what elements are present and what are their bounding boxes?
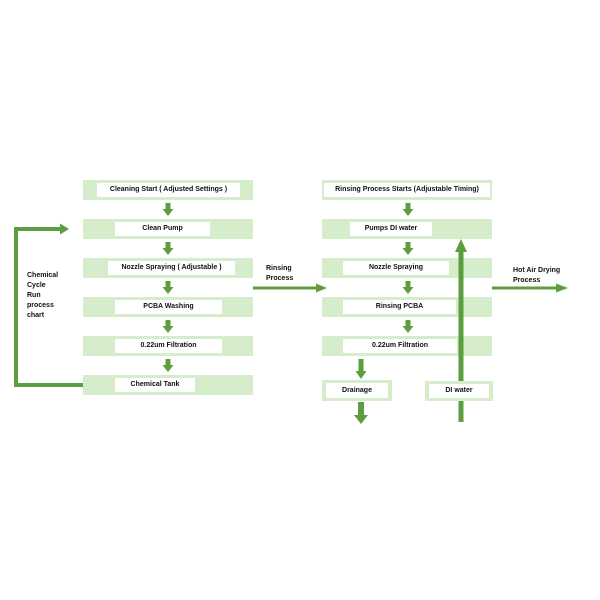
step-nozzle-spraying-adjustable: Nozzle Spraying ( Adjustable ) [83,258,253,278]
step-rinsing-filtration: 0.22um Filtration [322,336,492,356]
step-clean-pump-label: Clean Pump [115,222,210,236]
down-arrow [402,242,414,255]
chemical-cycle-loop-label: Chemical Cycle Run process chart [27,271,58,321]
step-rinsing-pcba-label: Rinsing PCBA [343,300,456,314]
drainage-out-arrow [354,402,368,424]
di-water-box: DI water [425,381,493,401]
exit-label-line: Process [513,277,541,284]
rinsing-process-arrowhead [316,283,327,293]
step-nozzle-spraying: Nozzle Spraying [322,258,492,278]
drainage-box: Drainage [322,380,392,401]
step-chemical-filtration: 0.22um Filtration [83,336,253,356]
step-rinsing-start: Rinsing Process Starts (Adjustable Timin… [322,180,492,200]
step-pcba-washing-label: PCBA Washing [115,300,222,314]
step-cleaning-start: Cleaning Start ( Adjusted Settings ) [83,180,253,200]
step-chemical-tank-label: Chemical Tank [115,378,195,392]
drainage-label: Drainage [326,383,388,398]
down-arrow [402,203,414,216]
step-nozzle-spraying-label: Nozzle Spraying [343,261,449,275]
step-cleaning-start-label: Cleaning Start ( Adjusted Settings ) [97,183,240,197]
step-nozzle-spraying-adjustable-label: Nozzle Spraying ( Adjustable ) [108,261,235,275]
down-arrow [162,203,174,216]
down-arrow [162,242,174,255]
loop-label-line: Run [27,292,41,299]
step-rinsing-filtration-label: 0.22um Filtration [343,339,457,353]
down-arrow [162,320,174,333]
down-arrow [162,281,174,294]
hot-air-drying-label: Hot Air Drying Process [513,266,560,286]
exit-label-line: Hot Air Drying [513,267,561,274]
step-rinsing-pcba: Rinsing PCBA [322,297,492,317]
step-chemical-filtration-label: 0.22um Filtration [115,339,222,353]
loop-label-line: Chemical [27,272,59,279]
step-pcba-washing: PCBA Washing [83,297,253,317]
loop-label-line: Cycle [27,282,46,289]
step-chemical-tank: Chemical Tank [83,375,253,395]
transition-label-line: Process [266,275,294,282]
loop-label-line: chart [27,312,45,319]
loop-arrowhead [60,223,69,235]
transition-label-line: Rinsing [266,265,292,272]
down-arrow [162,359,174,372]
di-water-label: DI water [429,384,489,398]
loop-label-line: process [27,302,54,309]
down-arrow [402,320,414,333]
step-pumps-di-water-label: Pumps DI water [350,222,432,236]
step-pumps-di-water: Pumps DI water [322,219,492,239]
rinsing-process-transition-label: Rinsing Process [266,264,293,284]
down-arrow [402,281,414,294]
step-clean-pump: Clean Pump [83,219,253,239]
step-rinsing-start-label: Rinsing Process Starts (Adjustable Timin… [324,183,490,197]
drainage-down-arrow [355,359,367,379]
